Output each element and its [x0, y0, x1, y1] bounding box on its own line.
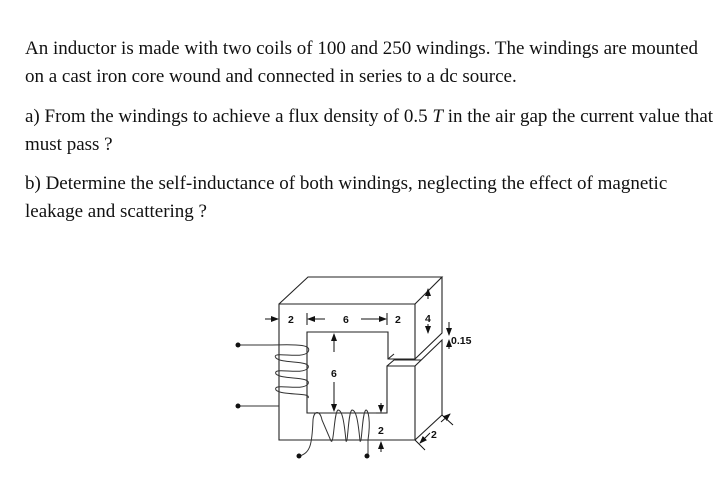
- terminal-dot: [235, 342, 241, 348]
- dim-depth: 2: [431, 429, 437, 441]
- terminal-dot: [296, 453, 302, 459]
- dim-bottom-yoke: 2: [378, 425, 384, 437]
- dim-air-gap: 0.15: [451, 335, 472, 347]
- dim-left-leg: 2: [288, 314, 294, 326]
- tesla-symbol: T: [432, 106, 443, 127]
- dim-window-width: 6: [343, 314, 349, 326]
- coil-bottom: [299, 409, 370, 457]
- terminal-dot: [235, 403, 241, 409]
- terminal-dot: [364, 453, 370, 459]
- problem-statement: An inductor is made with two coils of 10…: [25, 38, 699, 87]
- dim-right-leg: 2: [395, 314, 401, 326]
- part-a-prefix: a) From the windings to achieve a flux d…: [25, 106, 433, 127]
- coil-left: [238, 344, 310, 407]
- dim-top-yoke: 4: [425, 313, 431, 325]
- question-part-a: a) From the windings to achieve a flux d…: [25, 103, 715, 159]
- question-part-b: b) Determine the self-inductance of both…: [25, 173, 668, 222]
- dimension-arrows: [265, 288, 454, 452]
- part-a-suffix: in the air gap the current value that mu…: [25, 106, 714, 155]
- dim-window-height: 6: [331, 368, 337, 380]
- core-outline: [278, 276, 444, 441]
